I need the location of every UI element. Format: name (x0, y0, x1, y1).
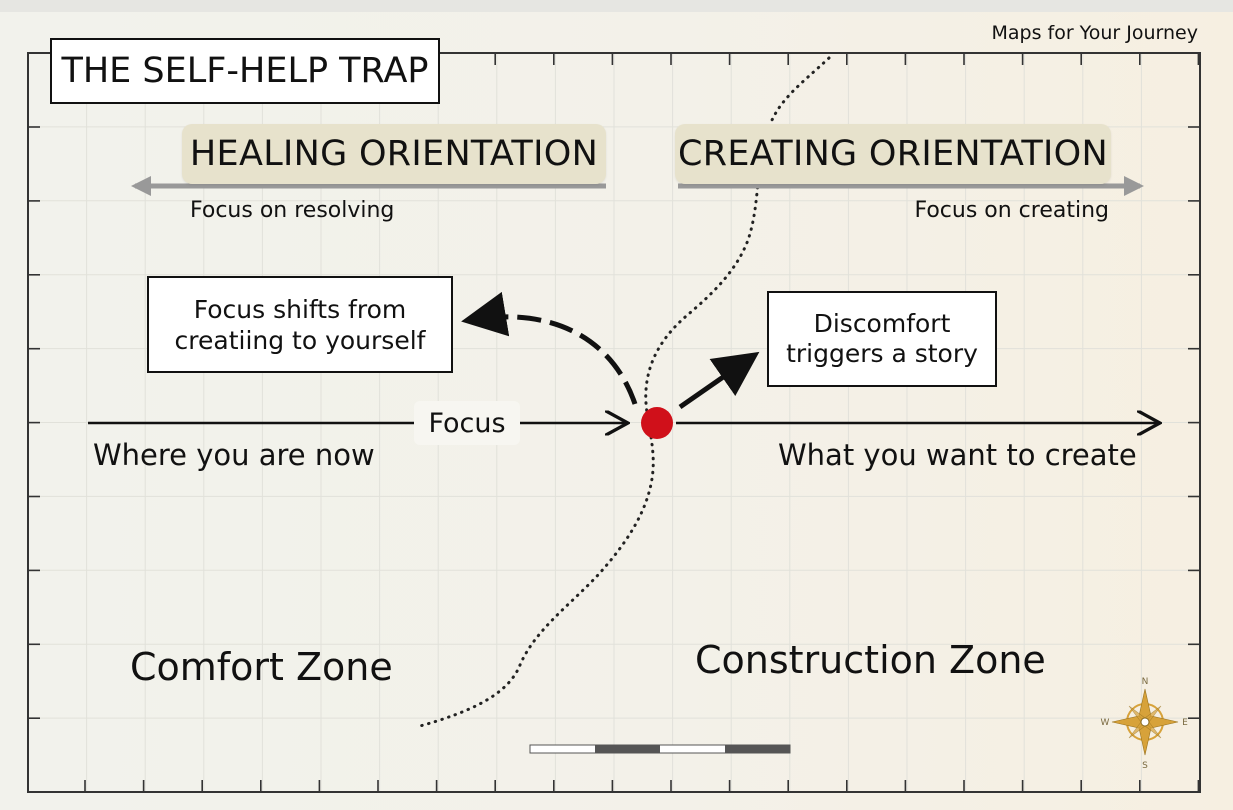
creating-orientation-heading: CREATING ORIENTATION (675, 124, 1111, 184)
start-label: Where you are now (93, 438, 375, 472)
discomfort-callout: Discomfort triggers a story (767, 291, 997, 387)
comfort-zone-label: Comfort Zone (130, 645, 393, 689)
construction-zone-label: Construction Zone (695, 638, 1046, 682)
end-label: What you want to create (778, 438, 1137, 472)
focus-shift-line-1: Focus shifts from (193, 294, 407, 324)
healing-orientation-heading: HEALING ORIENTATION (182, 124, 606, 184)
compass-south-label: S (1142, 761, 1148, 771)
top-strip (0, 0, 1233, 12)
discomfort-line-1: Discomfort (813, 309, 951, 338)
creating-orientation-caption: Focus on creating (914, 198, 1109, 223)
focus-label: Focus (414, 401, 520, 445)
position-marker (641, 407, 673, 439)
focus-shift-callout: Focus shifts from creatiing to yourself (147, 276, 453, 373)
compass-west-label: W (1101, 718, 1110, 728)
compass-east-label: E (1182, 718, 1188, 728)
compass-rose: N S E W (1101, 677, 1189, 771)
compass-north-label: N (1142, 677, 1149, 687)
diagram-title: THE SELF-HELP TRAP (50, 38, 440, 104)
discomfort-arrow (678, 351, 760, 410)
healing-orientation-caption: Focus on resolving (190, 198, 395, 223)
scale-bar (529, 744, 791, 754)
focus-shift-line-2: creatiing to yourself (174, 325, 426, 355)
discomfort-line-2: triggers a story (786, 339, 978, 368)
brand-label: Maps for Your Journey (991, 22, 1198, 44)
focus-shift-arrow (461, 291, 638, 405)
